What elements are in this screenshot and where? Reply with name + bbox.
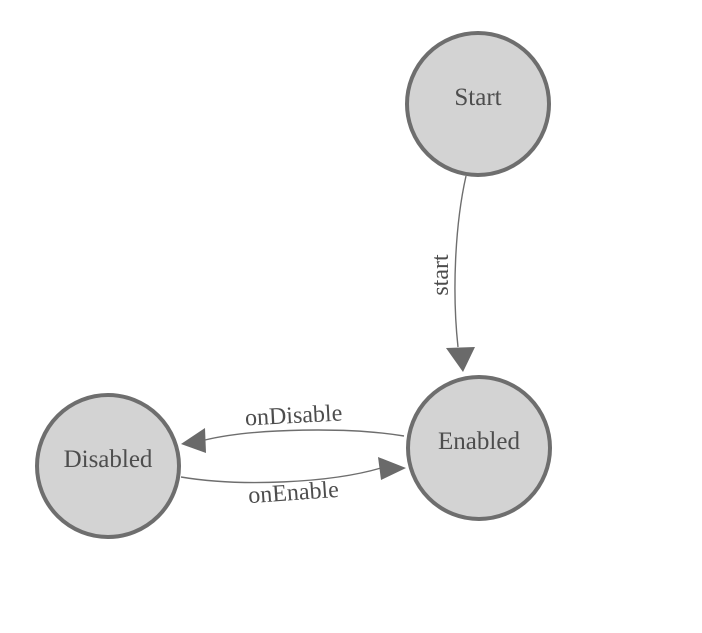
- state-node-label: Start: [454, 84, 501, 111]
- state-node-circle[interactable]: [405, 31, 551, 177]
- edge-label: onDisable: [244, 400, 343, 431]
- arrowhead-icon: [378, 457, 406, 480]
- edge-onEnable-transition: onEnable: [180, 457, 406, 509]
- edge-line: [180, 467, 382, 484]
- state-node-circle[interactable]: [406, 375, 552, 521]
- arrowhead-icon: [181, 428, 206, 453]
- edge-line: [204, 429, 405, 441]
- state-node-label: Enabled: [438, 428, 520, 455]
- node-Enabled[interactable]: Enabled: [406, 375, 552, 521]
- edge-label: start: [428, 254, 454, 296]
- edge-onDisable-transition: onDisable: [181, 400, 405, 453]
- edge-label: onEnable: [247, 477, 339, 509]
- node-Start[interactable]: Start: [405, 31, 551, 177]
- arrowhead-icon: [446, 347, 475, 372]
- edge-line: [454, 175, 467, 348]
- node-Disabled[interactable]: Disabled: [35, 393, 181, 539]
- state-node-circle[interactable]: [35, 393, 181, 539]
- state-node-label: Disabled: [64, 446, 153, 473]
- edge-start-transition: start: [428, 175, 475, 372]
